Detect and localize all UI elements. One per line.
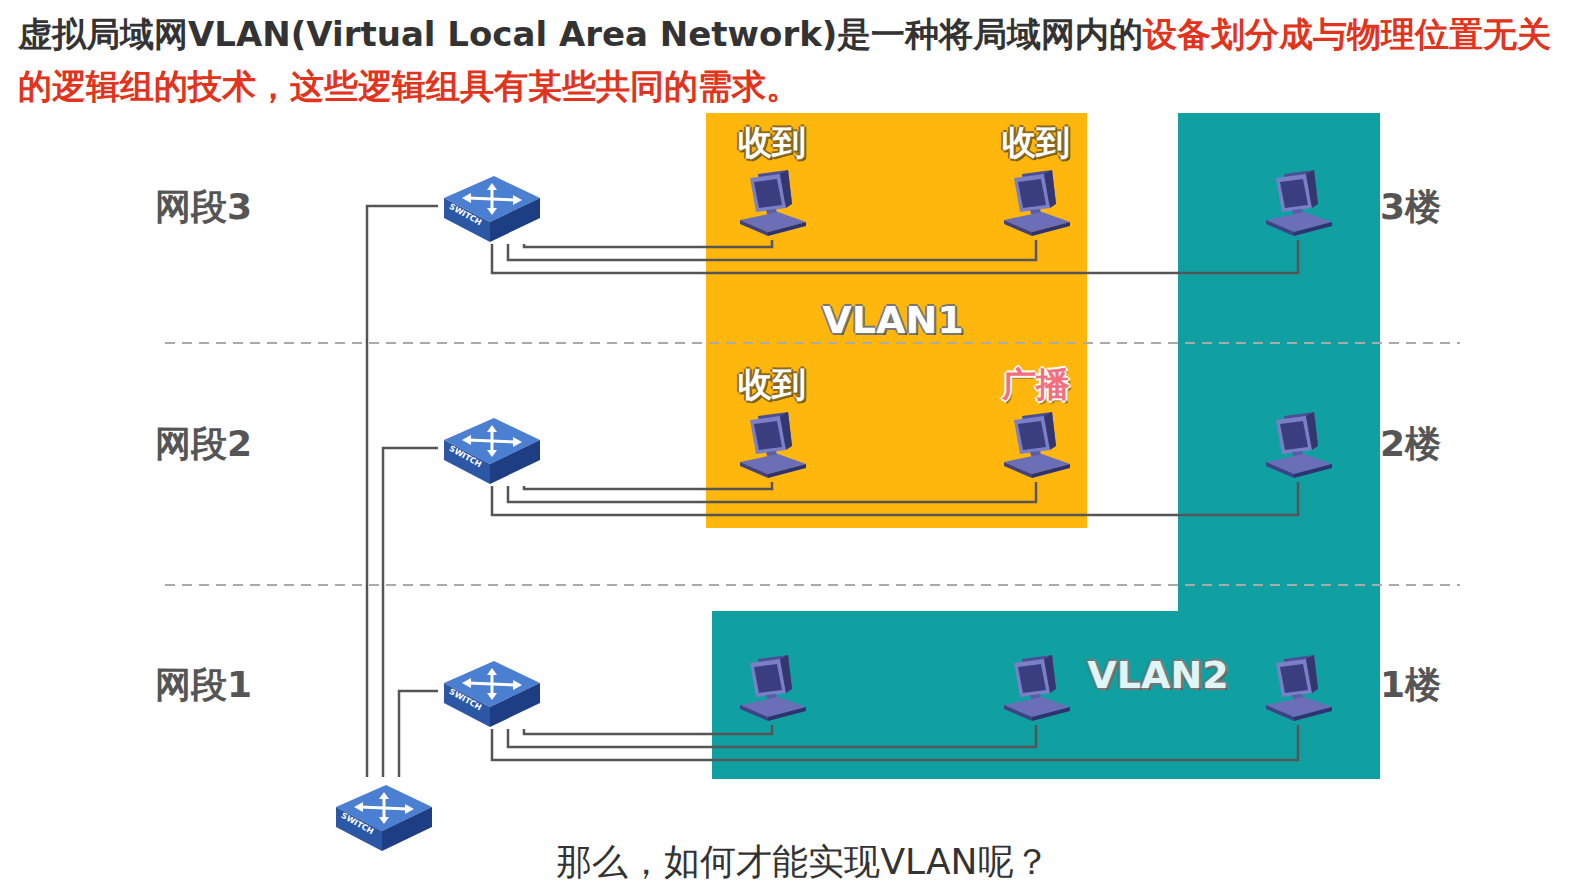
title-paragraph: 虚拟局域网VLAN(Virtual Local Area Network)是一种… bbox=[18, 8, 1563, 112]
access-wire bbox=[524, 240, 772, 247]
received-label: 收到 bbox=[1002, 120, 1070, 164]
floor-label: 3楼 bbox=[1380, 183, 1441, 232]
received-label: 收到 bbox=[738, 362, 806, 406]
caption: 那么，如何才能实现VLAN呢？ bbox=[556, 838, 1049, 887]
title: 虚拟局域网VLAN(Virtual Local Area Network)是一种… bbox=[18, 14, 1143, 54]
switch-node: SWITCH bbox=[438, 653, 544, 729]
access-wire bbox=[508, 240, 1036, 260]
access-wire bbox=[508, 482, 1036, 502]
computer-icon bbox=[1000, 410, 1072, 482]
floor-dividers bbox=[165, 343, 1460, 585]
broadcast-label: 广播 bbox=[1002, 362, 1070, 406]
floor-label: 2楼 bbox=[1380, 420, 1441, 469]
received-label: 收到 bbox=[738, 120, 806, 164]
segment-label: 网段2 bbox=[155, 420, 252, 469]
vlan-label: VLAN1 bbox=[822, 298, 963, 342]
vlan2-shape bbox=[712, 113, 1380, 779]
trunk-wire bbox=[367, 206, 438, 777]
trunk-wire bbox=[383, 448, 438, 777]
computer-node: 收到 bbox=[732, 120, 812, 240]
access-wire bbox=[524, 482, 772, 489]
switch-node: SWITCH bbox=[438, 410, 544, 486]
computer-icon bbox=[1000, 168, 1072, 240]
computer-icon bbox=[736, 168, 808, 240]
computer-node: 广播 bbox=[996, 362, 1076, 482]
switch-node: SWITCH bbox=[330, 777, 436, 853]
lan-wires bbox=[492, 240, 1298, 760]
segment-label: 网段3 bbox=[155, 183, 252, 232]
vlan1-region: VLAN1收到收到收到广播 bbox=[706, 113, 1087, 528]
vlan-label: VLAN2 bbox=[1087, 653, 1228, 697]
trunk-wire bbox=[399, 691, 438, 777]
switch-node: SWITCH bbox=[438, 168, 544, 244]
computer-node: 收到 bbox=[732, 362, 812, 482]
floor-label: 1楼 bbox=[1380, 661, 1441, 710]
segment-label: 网段1 bbox=[155, 661, 252, 710]
computer-icon bbox=[736, 410, 808, 482]
computer-node: 收到 bbox=[996, 120, 1076, 240]
